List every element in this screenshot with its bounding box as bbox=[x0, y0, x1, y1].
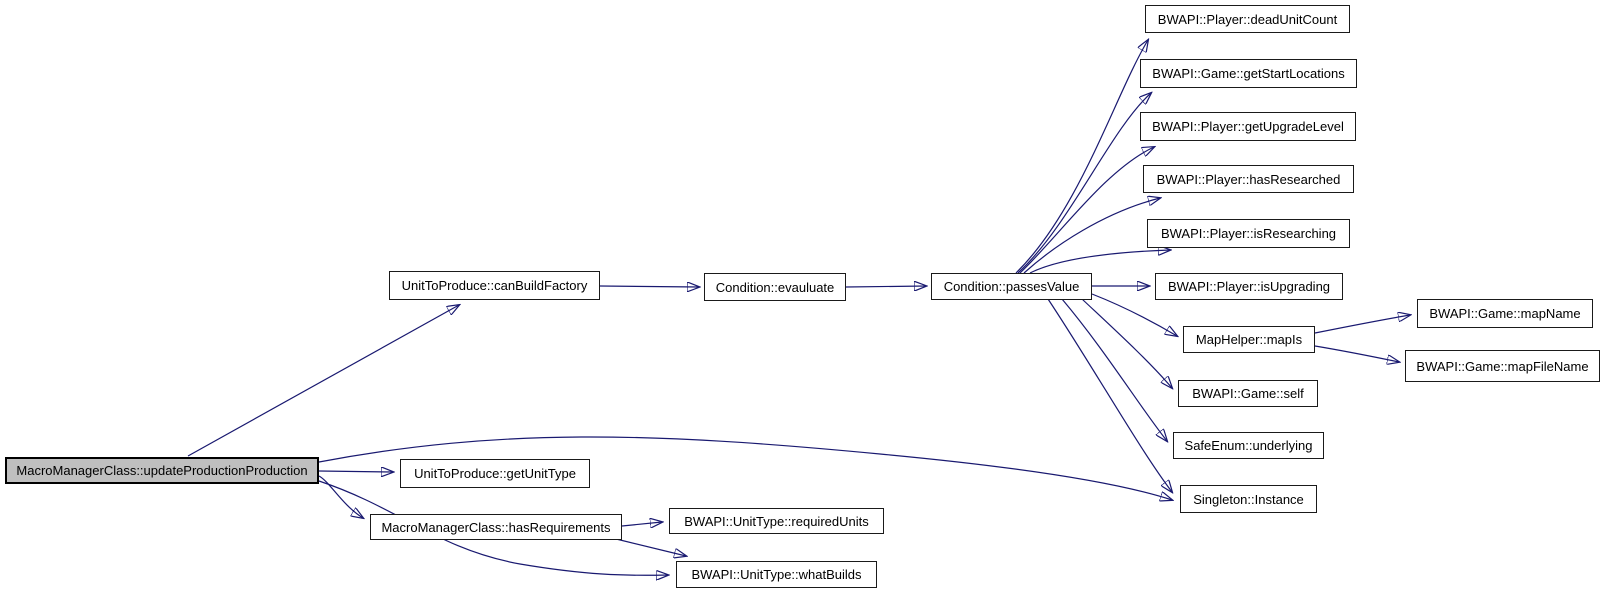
edge-mapIs-to-mapName bbox=[1314, 315, 1410, 334]
node-hasRequirements[interactable]: MacroManagerClass::hasRequirements bbox=[370, 514, 622, 540]
node-whatBuilds[interactable]: BWAPI::UnitType::whatBuilds bbox=[676, 561, 877, 588]
edge-mapIs-to-mapFileName bbox=[1314, 345, 1399, 362]
node-updateProductionProduction: MacroManagerClass::updateProductionProdu… bbox=[5, 457, 319, 484]
edge-passesValue-to-getStartLocations bbox=[1017, 93, 1151, 274]
node-mapIs[interactable]: MapHelper::mapIs bbox=[1183, 326, 1315, 353]
node-safeenum-underlying[interactable]: SafeEnum::underlying bbox=[1173, 432, 1324, 459]
edge-evauluate-to-passesValue bbox=[845, 286, 926, 287]
edge-main-to-whatBuilds bbox=[318, 480, 668, 575]
edge-main-to-getUnitType bbox=[318, 471, 393, 472]
edge-main-to-hasRequirements bbox=[318, 475, 363, 518]
node-getUpgradeLevel[interactable]: BWAPI::Player::getUpgradeLevel bbox=[1140, 112, 1356, 141]
edge-passesValue-to-mapIs bbox=[1091, 293, 1177, 336]
node-isResearching[interactable]: BWAPI::Player::isResearching bbox=[1147, 219, 1350, 248]
edge-hasRequirements-to-requiredUnits bbox=[621, 522, 662, 526]
node-passesValue[interactable]: Condition::passesValue bbox=[931, 273, 1092, 300]
node-mapFileName[interactable]: BWAPI::Game::mapFileName bbox=[1405, 350, 1600, 382]
edge-passesValue-to-self bbox=[1081, 298, 1172, 388]
node-singleton-instance[interactable]: Singleton::Instance bbox=[1180, 485, 1317, 513]
edge-main-to-instance bbox=[318, 436, 1172, 500]
edge-passesValue-to-instance bbox=[1047, 298, 1172, 492]
edge-canBuildFactory-to-evauluate bbox=[599, 286, 699, 287]
node-getUnitType[interactable]: UnitToProduce::getUnitType bbox=[400, 459, 590, 488]
node-canBuildFactory[interactable]: UnitToProduce::canBuildFactory bbox=[389, 271, 600, 300]
edge-passesValue-to-isResearching bbox=[1029, 250, 1170, 274]
node-evauluate[interactable]: Condition::evauluate bbox=[704, 273, 846, 301]
edge-hasRequirements-to-whatBuilds bbox=[611, 537, 686, 556]
node-mapName[interactable]: BWAPI::Game::mapName bbox=[1417, 299, 1593, 328]
node-getStartLocations[interactable]: BWAPI::Game::getStartLocations bbox=[1140, 59, 1357, 88]
node-requiredUnits[interactable]: BWAPI::UnitType::requiredUnits bbox=[669, 508, 884, 534]
node-deadUnitCount[interactable]: BWAPI::Player::deadUnitCount bbox=[1145, 5, 1350, 33]
edge-passesValue-to-getUpgradeLevel bbox=[1019, 147, 1154, 274]
edge-passesValue-to-deadUnitCount bbox=[1015, 40, 1148, 274]
edge-passesValue-to-underlying bbox=[1061, 298, 1167, 441]
node-game-self[interactable]: BWAPI::Game::self bbox=[1178, 380, 1318, 407]
node-hasResearched[interactable]: BWAPI::Player::hasResearched bbox=[1143, 165, 1354, 193]
edge-passesValue-to-hasResearched bbox=[1023, 198, 1160, 274]
node-isUpgrading[interactable]: BWAPI::Player::isUpgrading bbox=[1155, 273, 1343, 300]
edge-main-to-canBuildFactory bbox=[187, 305, 459, 457]
